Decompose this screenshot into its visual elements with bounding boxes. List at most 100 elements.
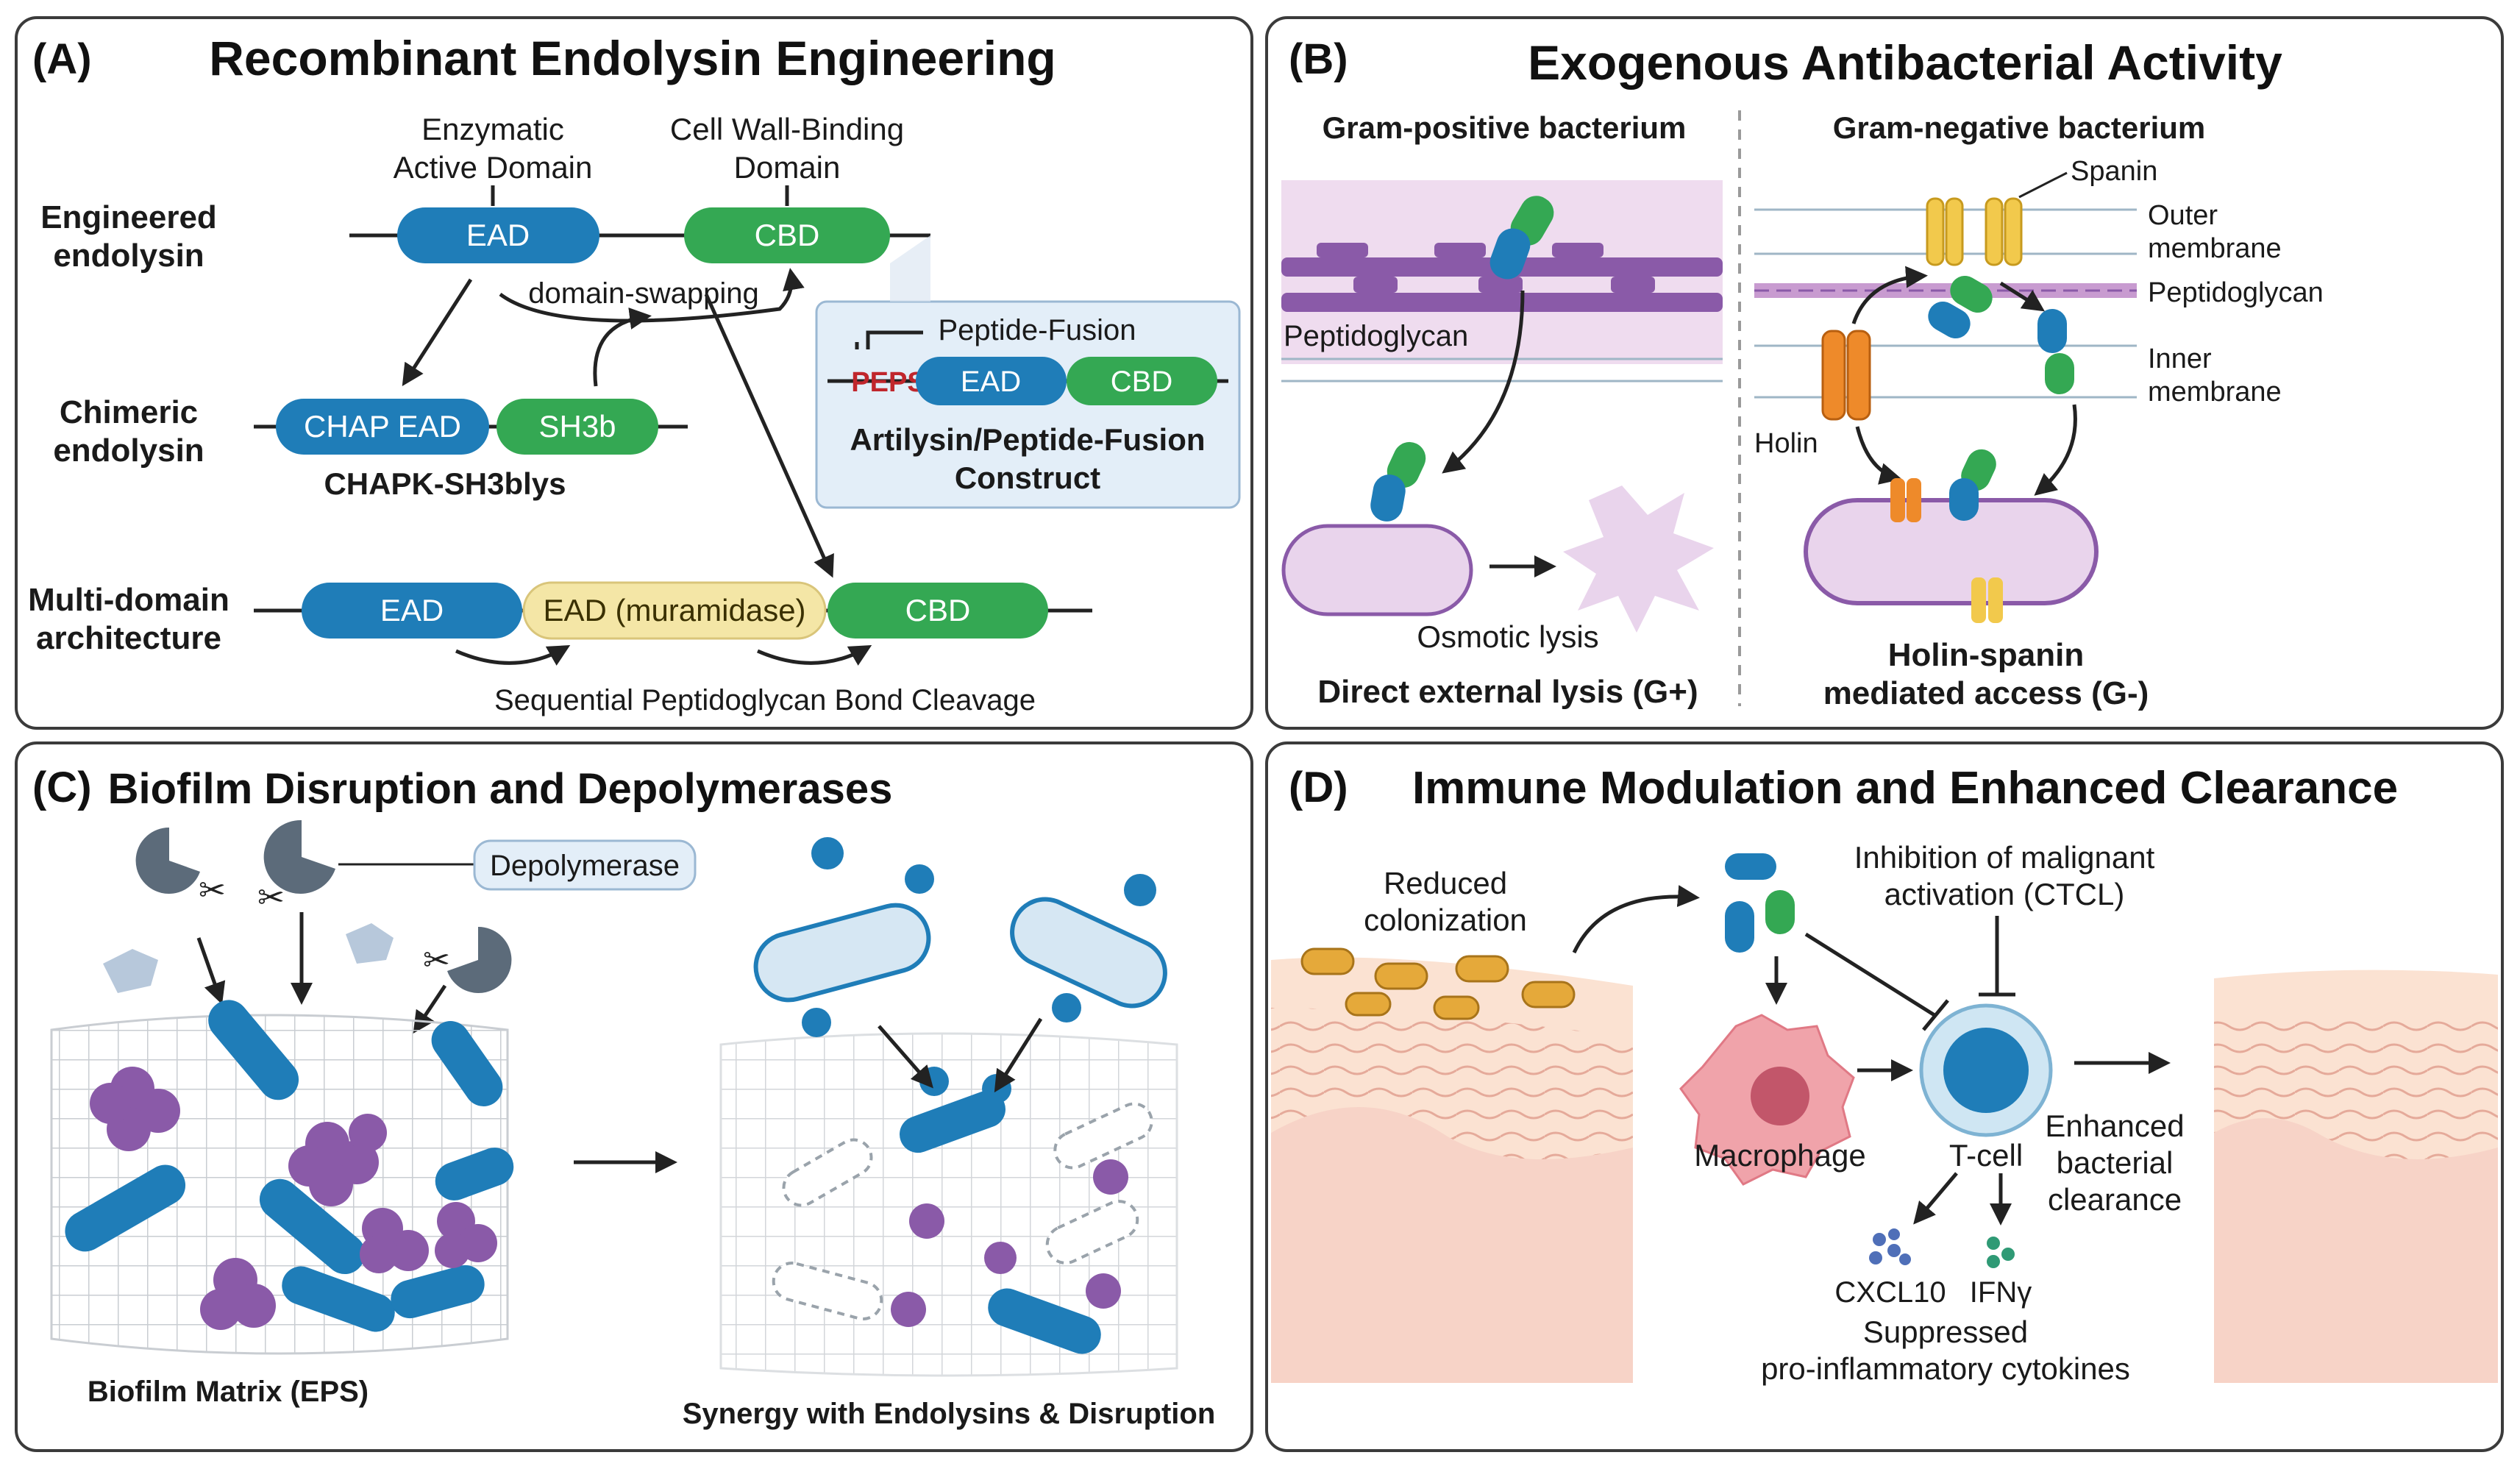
suppressed-label: Suppressed — [1863, 1315, 2028, 1349]
cbd-header: Cell Wall-Binding — [670, 112, 904, 146]
inner-membrane-label: Inner — [2148, 344, 2212, 374]
panel-a-title: Recombinant Endolysin Engineering — [209, 31, 1056, 85]
cleavage-arrow-2 — [756, 645, 872, 666]
swap-return-arrow — [593, 307, 652, 387]
domain-swapping-label: domain-swapping — [528, 277, 759, 310]
panel-b-label: (B) — [1289, 35, 1348, 83]
domain-swapping-arrow — [499, 268, 805, 323]
panel-c-title: Biofilm Disruption and Depolymerases — [108, 765, 893, 813]
lysis-arrow-1 — [878, 1025, 933, 1089]
fusion-cbd-label: CBD — [1111, 366, 1172, 398]
depolymerase-enzyme-2 — [263, 819, 335, 894]
synergy-label: Synergy with Endolysins & Disruption — [683, 1398, 1216, 1430]
colonization-arrow — [1572, 885, 1700, 954]
cxcl10-label: CXCL10 — [1834, 1276, 1946, 1309]
targeted-bacterium-1 — [753, 903, 931, 1003]
multi-ead-label: EAD — [380, 593, 444, 627]
fusion-cbd-domain — [1067, 357, 1217, 405]
spanin-label: Spanin — [2071, 156, 2157, 187]
sequential-label: Sequential Peptidoglycan Bond Cleavage — [494, 684, 1036, 716]
outer-membrane-label: Outer — [2148, 200, 2218, 231]
multi-cbd-domain — [827, 583, 1048, 639]
ead-domain-label: EAD — [466, 218, 530, 252]
gp-peptidoglycan-label: Peptidoglycan — [1284, 320, 1468, 352]
endolysin-molecule — [1725, 853, 1776, 880]
holin-to-spanin-arrow — [1851, 266, 1928, 324]
scissors-icon: ✂ — [199, 872, 226, 908]
lysis-arrow-2 — [994, 1017, 1043, 1093]
ifng-dots — [1987, 1237, 2015, 1268]
chap-ead-label: CHAP EAD — [304, 409, 461, 444]
colonization-label: colonization — [1364, 903, 1527, 937]
fusion-ead-domain — [916, 357, 1067, 405]
ead-header: Enzymatic — [421, 112, 564, 146]
panel-a: (A) Recombinant Endolysin Engineering En… — [15, 16, 1253, 730]
panel-d: (D) Immune Modulation and Enhanced Clear… — [1265, 741, 2504, 1452]
panel-a-label: (A) — [32, 35, 92, 83]
muramidase-domain — [522, 581, 827, 640]
gn-peptidoglycan-label: Peptidoglycan — [2148, 277, 2324, 308]
direct-lysis-label: Direct external lysis (G+) — [1317, 674, 1698, 710]
depolymerase-enzyme-1 — [135, 827, 200, 894]
tcell-label: T-cell — [1949, 1138, 2023, 1173]
panel-b-title: Exogenous Antibacterial Activity — [1528, 35, 2282, 90]
cbd-domain-label: CBD — [755, 218, 820, 252]
gram-negative-label: Gram-negative bacterium — [1833, 110, 2206, 145]
ead-domain — [397, 207, 599, 263]
row-multidomain-label-2: architecture — [36, 620, 221, 656]
chap-ead-domain — [276, 399, 489, 455]
gram-positive-label: Gram-positive bacterium — [1323, 110, 1687, 145]
row-engineered-label-2: endolysin — [53, 238, 204, 274]
targeted-bacterium-2 — [1010, 897, 1167, 1009]
cleavage-arrow-1 — [455, 645, 571, 666]
enhanced-label: Enhanced — [2045, 1109, 2184, 1143]
chapk-label: CHAPK-SH3blys — [324, 466, 566, 501]
panel-d-title: Immune Modulation and Enhanced Clearance — [1412, 763, 2398, 814]
scissors-icon: ✂ — [423, 942, 450, 978]
row-multidomain-label: Multi-domain — [28, 582, 229, 618]
spanin-to-pg-arrow — [1999, 281, 2045, 312]
ead-header-2: Active Domain — [394, 150, 593, 185]
row-chimeric-label-2: endolysin — [53, 433, 204, 469]
panel-d-label: (D) — [1289, 764, 1348, 811]
panel-c: (C) Biofilm Disruption and Depolymerases… — [15, 741, 1253, 1452]
reduced-label: Reduced — [1384, 866, 1507, 900]
gram-negative-cell — [1804, 498, 2099, 605]
construct-label: Construct — [955, 460, 1100, 495]
peps-label: PEPS — [851, 367, 925, 398]
ifng-label: IFNγ — [1970, 1276, 2032, 1309]
biofilm-cocci — [90, 1067, 497, 1330]
inhibition-label: Inhibition of malignant — [1854, 840, 2155, 875]
row-chimeric-label: Chimeric — [60, 394, 198, 430]
mediated-access-label: mediated access (G-) — [1823, 675, 2149, 711]
holin-spanin-label: Holin-spanin — [1888, 637, 2084, 673]
clearance-label: clearance — [2048, 1182, 2182, 1217]
outer-membrane-label-2: membrane — [2148, 233, 2282, 264]
fusion-ead-label: EAD — [961, 366, 1021, 398]
panel-b: (B) Exogenous Antibacterial Activity Gra… — [1265, 16, 2504, 730]
holin-label: Holin — [1754, 428, 1818, 459]
biofilm-matrix-label: Biofilm Matrix (EPS) — [88, 1376, 369, 1408]
biofilm-bacteria — [65, 1000, 514, 1332]
artilysin-label: Artilysin/Peptide-Fusion — [850, 422, 1205, 457]
row-engineered-label: Engineered — [40, 199, 217, 235]
proinflam-label: pro-inflammatory cytokines — [1761, 1351, 2130, 1386]
lysed-ghosts — [772, 1102, 1153, 1320]
spanin-2 — [1985, 197, 2004, 266]
depolymerase-label: Depolymerase — [490, 850, 680, 882]
gram-positive-cell — [1281, 524, 1473, 616]
muramidase-label: EAD (muramidase) — [543, 593, 805, 627]
sh3b-label: SH3b — [538, 409, 616, 444]
peptide-fusion-label: Peptide-Fusion — [938, 314, 1136, 346]
endolysin-down-arrow — [2034, 404, 2077, 496]
inner-membrane-label-2: membrane — [2148, 377, 2282, 408]
depolymerase-enzyme-3 — [447, 926, 512, 993]
to-multidomain-arrow — [704, 293, 834, 578]
scissors-icon: ✂ — [257, 880, 285, 916]
macrophage-label: Macrophage — [1694, 1138, 1865, 1173]
enzyme-arrow-1 — [196, 937, 226, 1005]
multi-cbd-label: CBD — [905, 593, 971, 627]
cbd-domain — [684, 207, 890, 263]
skin-bacteria — [1300, 947, 1576, 1020]
